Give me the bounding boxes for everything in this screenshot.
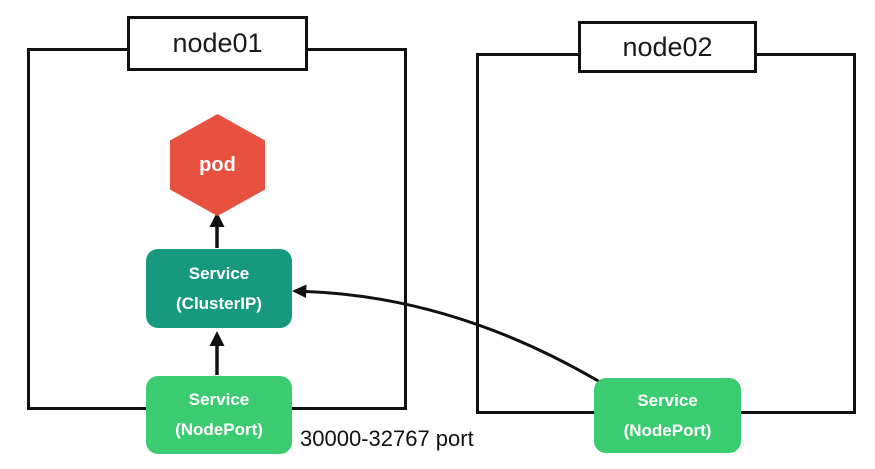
port-range-label: 30000-32767 port <box>300 426 474 451</box>
service-nodeport-node02-box: Service (NodePort) <box>594 378 741 453</box>
service-nodeport-node02-line2: (NodePort) <box>623 420 712 440</box>
node02-boundary-box <box>476 53 856 414</box>
service-nodeport-node01-box: Service (NodePort) <box>146 376 292 454</box>
node01-boundary-box <box>27 48 407 410</box>
service-clusterip-line2: (ClusterIP) <box>176 293 262 313</box>
service-clusterip-line1: Service <box>188 263 250 283</box>
node01-label: node01 <box>127 16 308 71</box>
node02-label-text: node02 <box>622 31 713 62</box>
node02-label: node02 <box>578 21 757 73</box>
service-nodeport-node01-line2: (NodePort) <box>175 420 263 439</box>
node01-label-text: node01 <box>172 28 263 58</box>
pod-label: pod <box>199 153 236 176</box>
service-nodeport-node02-line1: Service <box>637 390 698 410</box>
service-clusterip-box: Service (ClusterIP) <box>146 249 292 328</box>
service-nodeport-node01-line1: Service <box>188 390 250 410</box>
